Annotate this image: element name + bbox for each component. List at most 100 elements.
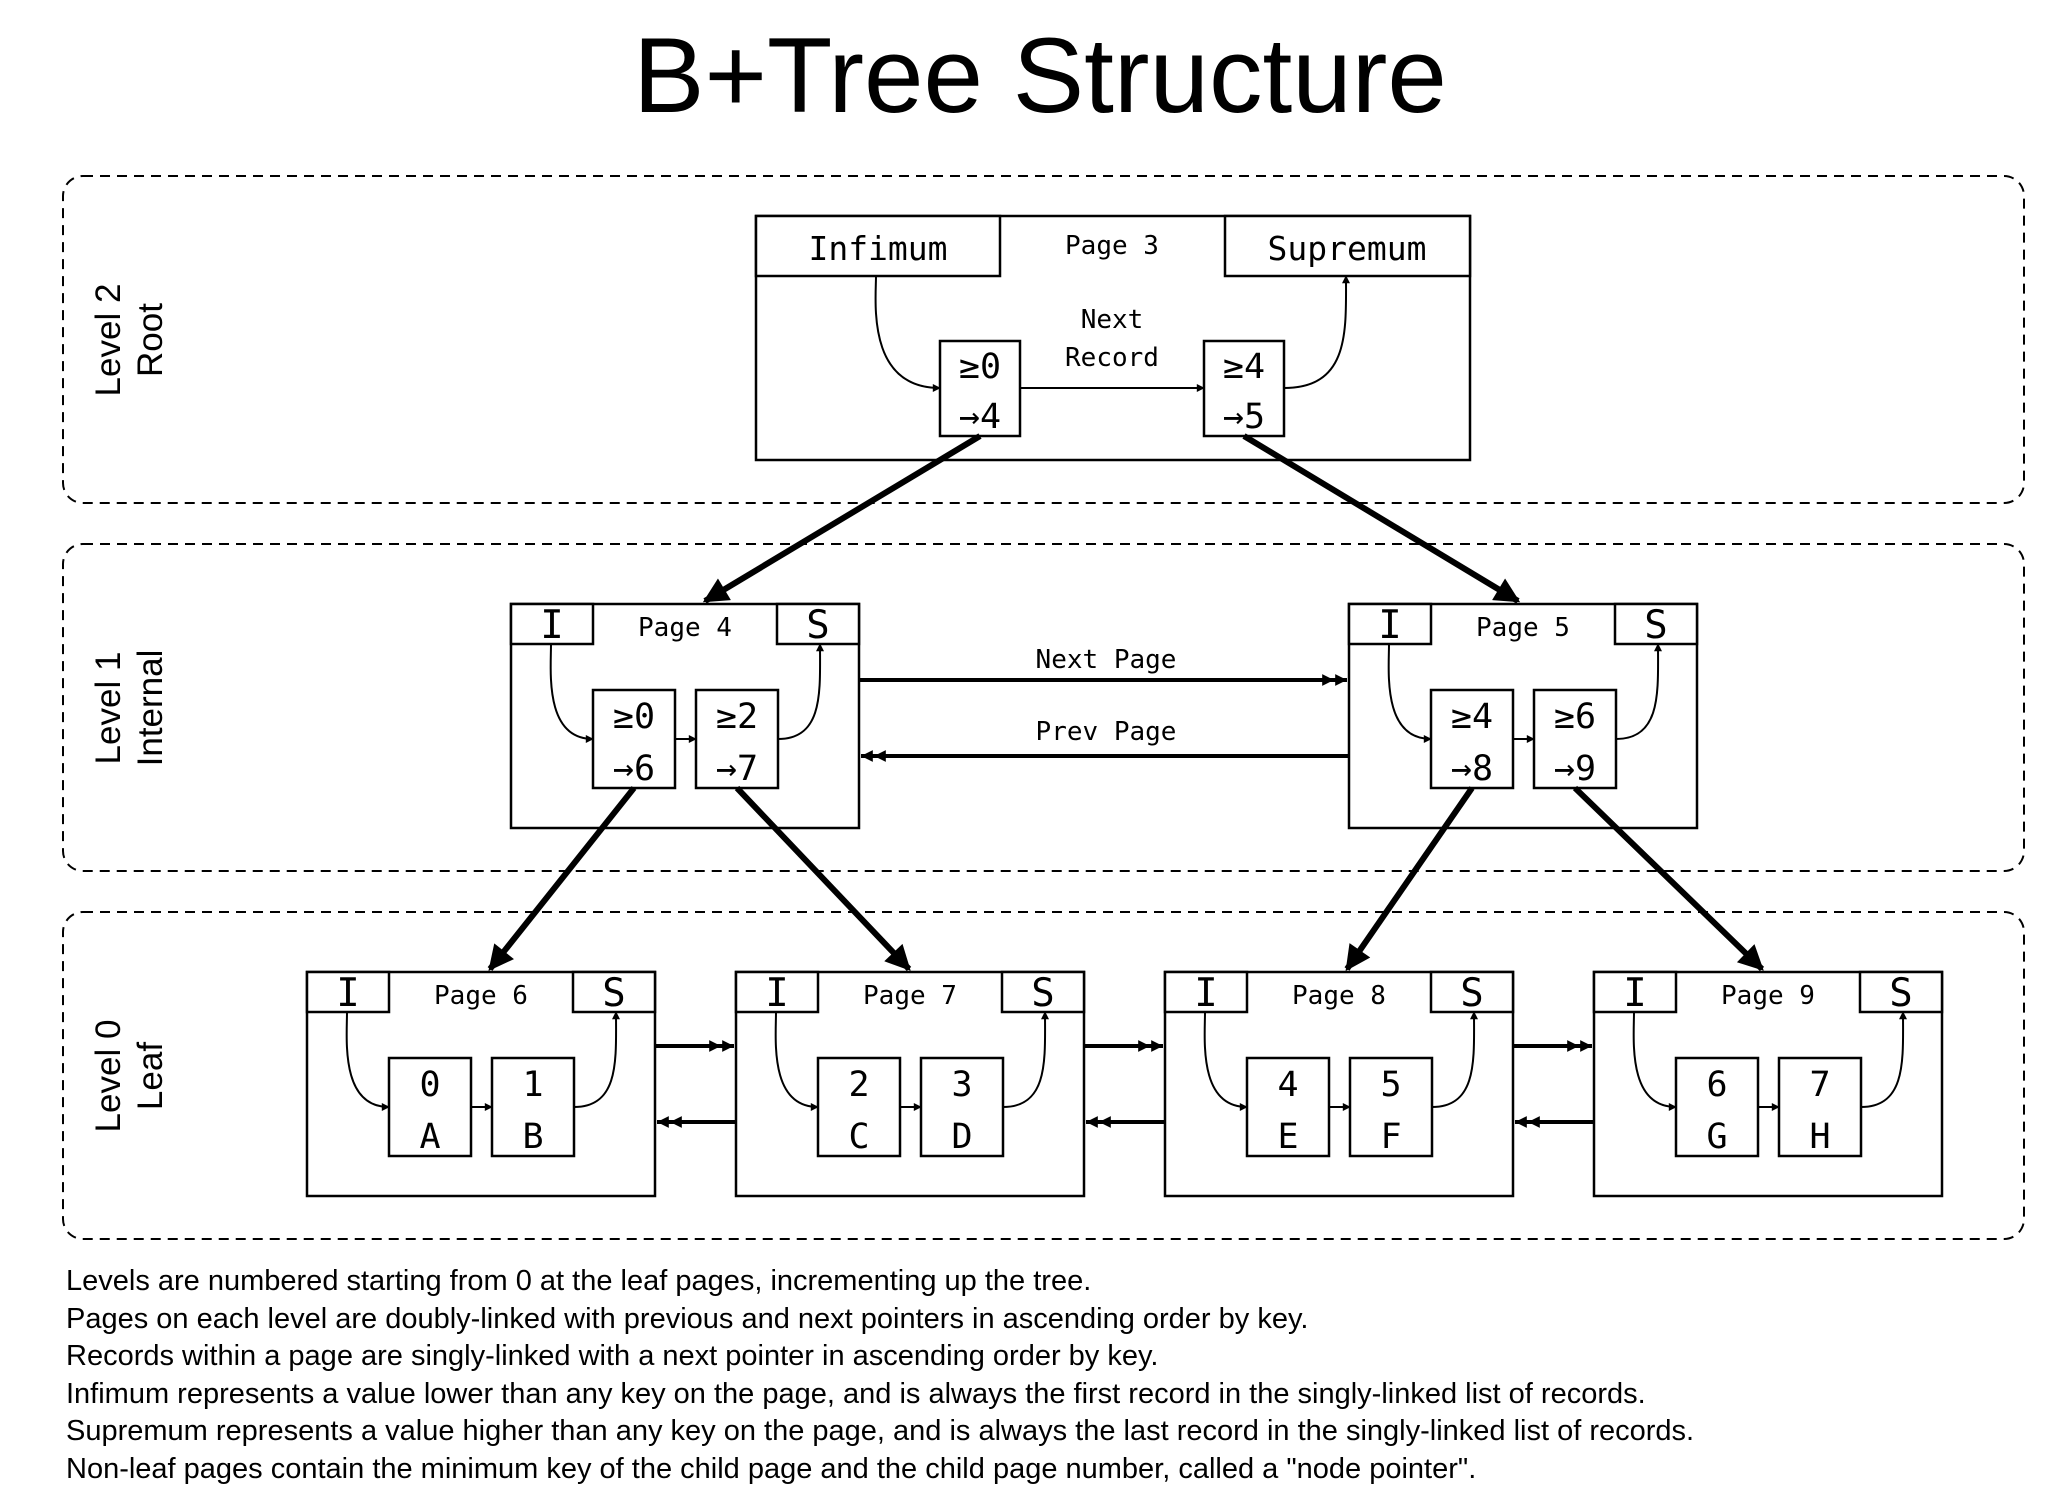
supremum-record: [1858, 970, 1944, 1014]
level-2-name: Root: [131, 303, 170, 377]
record-key: 1: [522, 1065, 543, 1105]
record-link-arrow: [1860, 1011, 1908, 1108]
next-record-label-2: Record: [1065, 343, 1159, 373]
prev-page-label: Prev Page: [1036, 717, 1177, 747]
page-label: Page 4: [638, 613, 732, 643]
infimum-label: I: [1623, 971, 1646, 1016]
note-line: Supremum represents a value higher than …: [66, 1415, 1695, 1447]
level-2-number: Level 2: [89, 284, 128, 397]
internal-page-4: I S Page 4 ≥0 →6 ≥2 →7: [509, 602, 861, 830]
supremum-record: [1000, 970, 1086, 1014]
supremum-label: S: [1460, 971, 1483, 1016]
record-value: D: [951, 1117, 972, 1157]
record-link-arrow: [1283, 275, 1351, 389]
supremum-label: S: [1644, 603, 1667, 648]
infimum-record: [1592, 970, 1678, 1014]
infimum-label: Infimum: [808, 229, 947, 268]
record-child: →5: [1223, 397, 1265, 437]
record-value: G: [1706, 1117, 1727, 1157]
supremum-record: [1429, 970, 1515, 1014]
record-link-arrow: [549, 643, 594, 743]
record-value: C: [848, 1117, 869, 1157]
level-2-label: Level 2 Root: [89, 284, 170, 397]
level-0-region: [62, 911, 2025, 1240]
record-key: ≥4: [1223, 347, 1265, 387]
infimum-label: I: [336, 971, 359, 1016]
supremum-label: S: [806, 603, 829, 648]
next-record-label: Next: [1081, 305, 1144, 335]
record-link-arrow: [774, 1011, 819, 1111]
notes-list: Levels are numbered starting from 0 at t…: [66, 1263, 1694, 1488]
child-pointer-arrow: [1572, 785, 1765, 972]
note-line: Non-leaf pages contain the minimum key o…: [66, 1452, 1477, 1485]
record-value: H: [1809, 1117, 1830, 1157]
record-link-arrow: [345, 1011, 390, 1111]
level-1-label: Level 1 Internal: [89, 650, 170, 767]
record-key: ≥0: [613, 697, 655, 737]
record-link-arrow: [1203, 1011, 1248, 1111]
record-key: 6: [1706, 1065, 1727, 1105]
internal-page-5: I S Page 5 ≥4 →8 ≥6 →9: [1347, 602, 1699, 830]
record-link-arrow: [1387, 643, 1432, 743]
record-link-arrow: [1632, 1011, 1677, 1111]
next-page-label: Next Page: [1036, 645, 1177, 675]
note-line: Records within a page are singly-linked …: [66, 1340, 1159, 1372]
record-key: ≥4: [1451, 697, 1493, 737]
supremum-label: S: [1031, 971, 1054, 1016]
level-0-name: Leaf: [131, 1042, 170, 1110]
record-child: →7: [716, 749, 758, 789]
record-key: 0: [419, 1065, 440, 1105]
leaf-page-9: I S Page 9 6 G 7 H: [1592, 970, 1944, 1198]
page-label: Page 7: [863, 981, 957, 1011]
supremum-record: [1613, 602, 1699, 646]
root-page: Infimum Supremum Page 3 Next Record ≥0 →…: [754, 214, 1472, 462]
record-value: E: [1277, 1117, 1298, 1157]
child-pointer-arrow: [734, 785, 912, 972]
level-1-region: [62, 543, 2025, 872]
record-value: A: [419, 1117, 440, 1157]
page-label: Page 9: [1721, 981, 1815, 1011]
infimum-record: [509, 602, 595, 646]
infimum-record: [1163, 970, 1249, 1014]
infimum-record: [734, 970, 820, 1014]
record-link-arrow: [1431, 1011, 1479, 1108]
supremum-label: S: [602, 971, 625, 1016]
child-pointer-arrow: [702, 433, 982, 604]
record-key: 5: [1380, 1065, 1401, 1105]
infimum-label: I: [1194, 971, 1217, 1016]
supremum-record: [1223, 214, 1472, 278]
page-label: Page 8: [1292, 981, 1386, 1011]
note-line: Levels are numbered starting from 0 at t…: [66, 1265, 1092, 1297]
record-link-arrow: [1002, 1011, 1050, 1108]
level-1-name: Internal: [131, 650, 170, 767]
leaf-page-8: I S Page 8 4 E 5 F: [1163, 970, 1515, 1198]
child-pointer-arrow: [487, 786, 637, 971]
record-value: B: [522, 1117, 543, 1157]
record-child: →9: [1554, 749, 1596, 789]
leaf-page-6: I S Page 6 0 A 1 B: [305, 970, 657, 1198]
node-pointer-record: [1202, 339, 1286, 438]
record-key: 7: [1809, 1065, 1830, 1105]
record-key: ≥2: [716, 697, 758, 737]
level-0-number: Level 0: [89, 1020, 128, 1133]
record-link-arrow: [874, 275, 941, 392]
infimum-label: I: [540, 603, 563, 648]
record-link-arrow: [777, 643, 825, 740]
page-label: Page 6: [434, 981, 528, 1011]
record-child: →4: [959, 397, 1001, 437]
record-key: 3: [951, 1065, 972, 1105]
record-child: →8: [1451, 749, 1493, 789]
diagram-title: B+Tree Structure: [633, 15, 1447, 135]
record-link-arrow: [573, 1011, 621, 1108]
page-label: Page 3: [1065, 231, 1159, 261]
record-key: ≥6: [1554, 697, 1596, 737]
infimum-label: I: [765, 971, 788, 1016]
infimum-record: [754, 214, 1002, 278]
child-pointer-arrow: [1344, 786, 1475, 972]
leaf-record: [387, 1056, 473, 1158]
note-line: Pages on each level are doubly-linked wi…: [66, 1302, 1309, 1335]
note-line: Infimum represents a value lower than an…: [66, 1377, 1646, 1410]
level-0-label: Level 0 Leaf: [89, 1020, 170, 1133]
infimum-label: I: [1378, 603, 1401, 648]
